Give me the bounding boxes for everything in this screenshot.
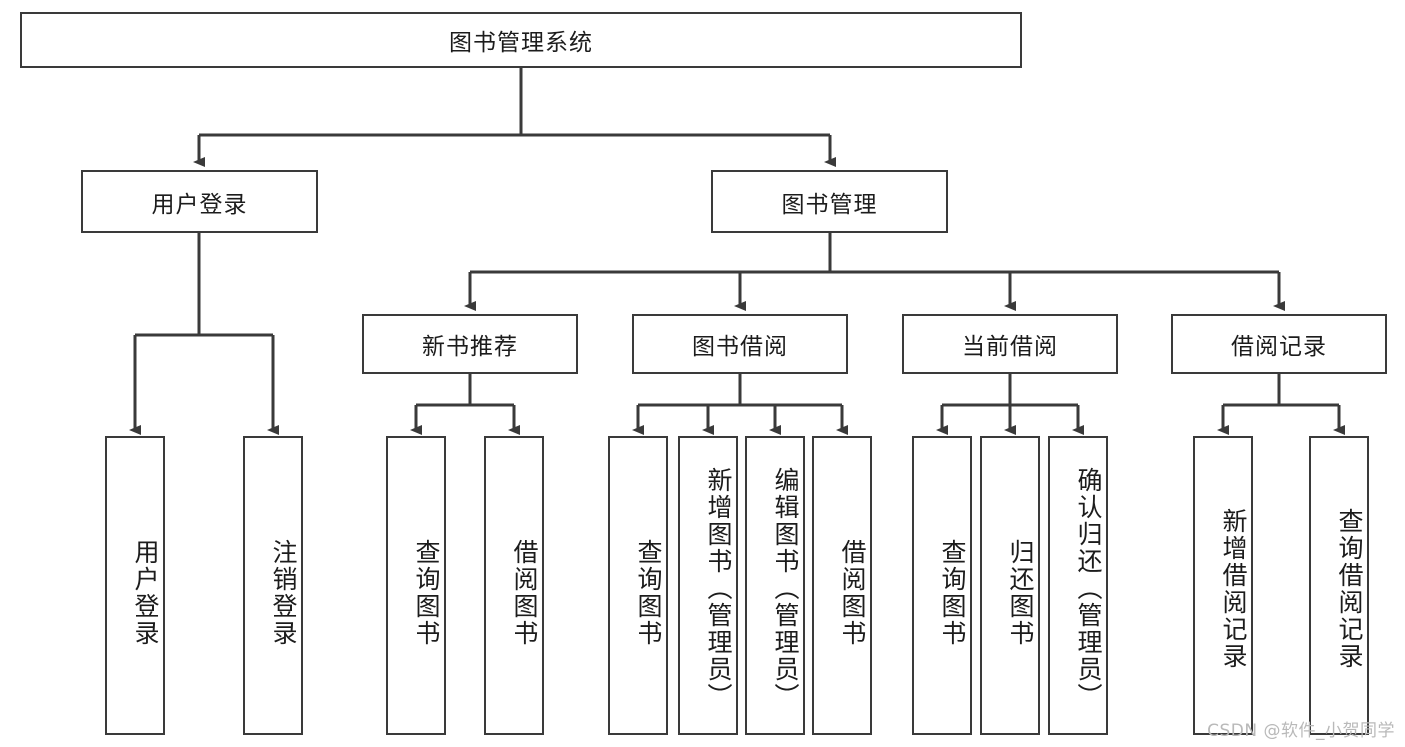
node-root-system[interactable]: 图书管理系统 (20, 12, 1022, 68)
leaf-query-borrow-record[interactable]: 查询借阅记录 (1309, 436, 1369, 735)
node-label: 新增图书（管理员） (704, 467, 733, 710)
node-label: 当前借阅 (962, 334, 1058, 360)
node-user-login[interactable]: 用户登录 (81, 170, 318, 233)
node-label: 注销登录 (269, 538, 298, 647)
node-new-book-recommend[interactable]: 新书推荐 (362, 314, 578, 374)
node-label: 借阅图书 (838, 538, 867, 647)
node-label: 图书管理 (781, 191, 878, 218)
leaf-query-book-borrow[interactable]: 查询图书 (608, 436, 668, 735)
leaf-query-book-current[interactable]: 查询图书 (912, 436, 972, 735)
leaf-query-book-recommend[interactable]: 查询图书 (386, 436, 446, 735)
node-book-borrow[interactable]: 图书借阅 (632, 314, 848, 374)
node-label: 图书管理系统 (449, 30, 593, 56)
node-label: 用户登录 (151, 191, 248, 218)
node-label: 查询图书 (938, 538, 967, 647)
leaf-confirm-return-admin[interactable]: 确认归还（管理员） (1048, 436, 1108, 735)
leaf-user-login[interactable]: 用户登录 (105, 436, 165, 735)
node-label: 查询借阅记录 (1335, 507, 1364, 670)
leaf-add-borrow-record[interactable]: 新增借阅记录 (1193, 436, 1253, 735)
node-label: 归还图书 (1006, 538, 1035, 647)
node-label: 查询图书 (412, 538, 441, 647)
leaf-add-book-admin[interactable]: 新增图书（管理员） (678, 436, 738, 735)
leaf-borrow-book[interactable]: 借阅图书 (812, 436, 872, 735)
node-label: 用户登录 (131, 538, 160, 647)
node-label: 图书借阅 (692, 334, 788, 360)
node-current-borrow[interactable]: 当前借阅 (902, 314, 1118, 374)
node-label: 新增借阅记录 (1219, 507, 1248, 670)
node-label: 确认归还（管理员） (1074, 467, 1103, 710)
node-label: 借阅记录 (1231, 334, 1327, 360)
node-label: 查询图书 (634, 538, 663, 647)
node-label: 借阅图书 (510, 538, 539, 647)
node-book-management[interactable]: 图书管理 (711, 170, 948, 233)
leaf-edit-book-admin[interactable]: 编辑图书（管理员） (745, 436, 805, 735)
node-label: 编辑图书（管理员） (771, 467, 800, 710)
csdn-watermark: CSDN @软件_小贺同学 (1207, 721, 1395, 741)
node-borrow-record[interactable]: 借阅记录 (1171, 314, 1387, 374)
leaf-borrow-book-recommend[interactable]: 借阅图书 (484, 436, 544, 735)
leaf-logout[interactable]: 注销登录 (243, 436, 303, 735)
leaf-return-book[interactable]: 归还图书 (980, 436, 1040, 735)
node-label: 新书推荐 (422, 334, 518, 360)
